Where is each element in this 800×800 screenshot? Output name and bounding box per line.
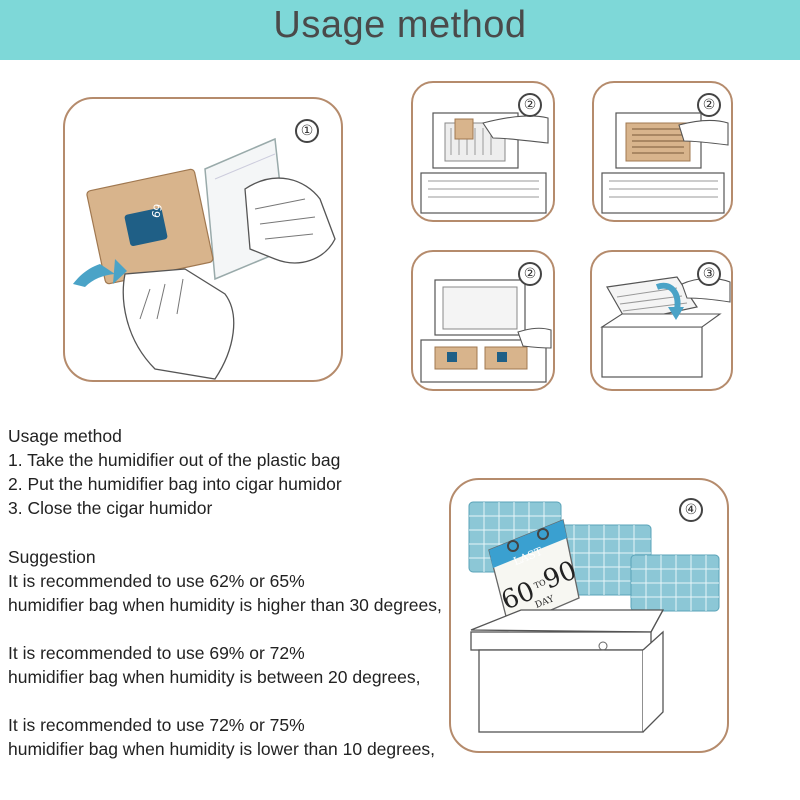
page-title: Usage method [273, 4, 527, 46]
suggestion-line: humidifier bag when humidity is lower th… [8, 739, 436, 759]
step-badge: ④ [679, 498, 703, 522]
step-3-illustration [600, 276, 731, 378]
step-1-panel: 69 ① [63, 97, 343, 382]
instructions-heading: Usage method [8, 426, 122, 446]
suggestion-heading: Suggestion [8, 547, 96, 567]
step-3-panel: ③ [590, 250, 733, 391]
calendar-mid-text: TO [533, 578, 548, 591]
step-badge: ③ [697, 262, 721, 286]
step-2a-illustration [420, 112, 549, 214]
suggestion-line: humidifier bag when humidity is higher t… [8, 595, 442, 615]
step-1-illustration: 69 [73, 137, 336, 380]
step-2c-panel: ② [411, 250, 555, 391]
suggestion-line: humidifier bag when humidity is between … [8, 667, 421, 687]
step-4-panel: LAST 60 TO 90 DAY ④ [449, 478, 729, 753]
humidor-box [470, 609, 665, 733]
step-2b-panel: ② [592, 81, 733, 222]
humidifier-packet [86, 168, 214, 285]
step-4-illustration: LAST 60 TO 90 DAY [468, 501, 720, 733]
step-2c-illustration [420, 279, 552, 383]
step-2a-panel: ② [411, 81, 555, 222]
suggestion-block: Suggestion It is recommended to use 62% … [8, 545, 442, 761]
step-badge: ① [295, 119, 319, 143]
step-badge: ② [697, 93, 721, 117]
suggestion-line: It is recommended to use 69% or 72% [8, 643, 305, 663]
flip-calendar [488, 519, 580, 629]
instructions-block: Usage method 1. Take the humidifier out … [8, 424, 342, 520]
calendar-grid-right [630, 554, 720, 612]
step-2b-illustration [601, 112, 729, 214]
instruction-step: 2. Put the humidifier bag into cigar hum… [8, 474, 342, 494]
step-badge: ② [518, 262, 542, 286]
instruction-step: 1. Take the humidifier out of the plasti… [8, 450, 341, 470]
suggestion-line: It is recommended to use 62% or 65% [8, 571, 305, 591]
instruction-step: 3. Close the cigar humidor [8, 498, 213, 518]
packet-label: 69 [149, 203, 165, 220]
suggestion-line: It is recommended to use 72% or 75% [8, 715, 305, 735]
header-banner: Usage method [0, 0, 800, 60]
step-badge: ② [518, 93, 542, 117]
